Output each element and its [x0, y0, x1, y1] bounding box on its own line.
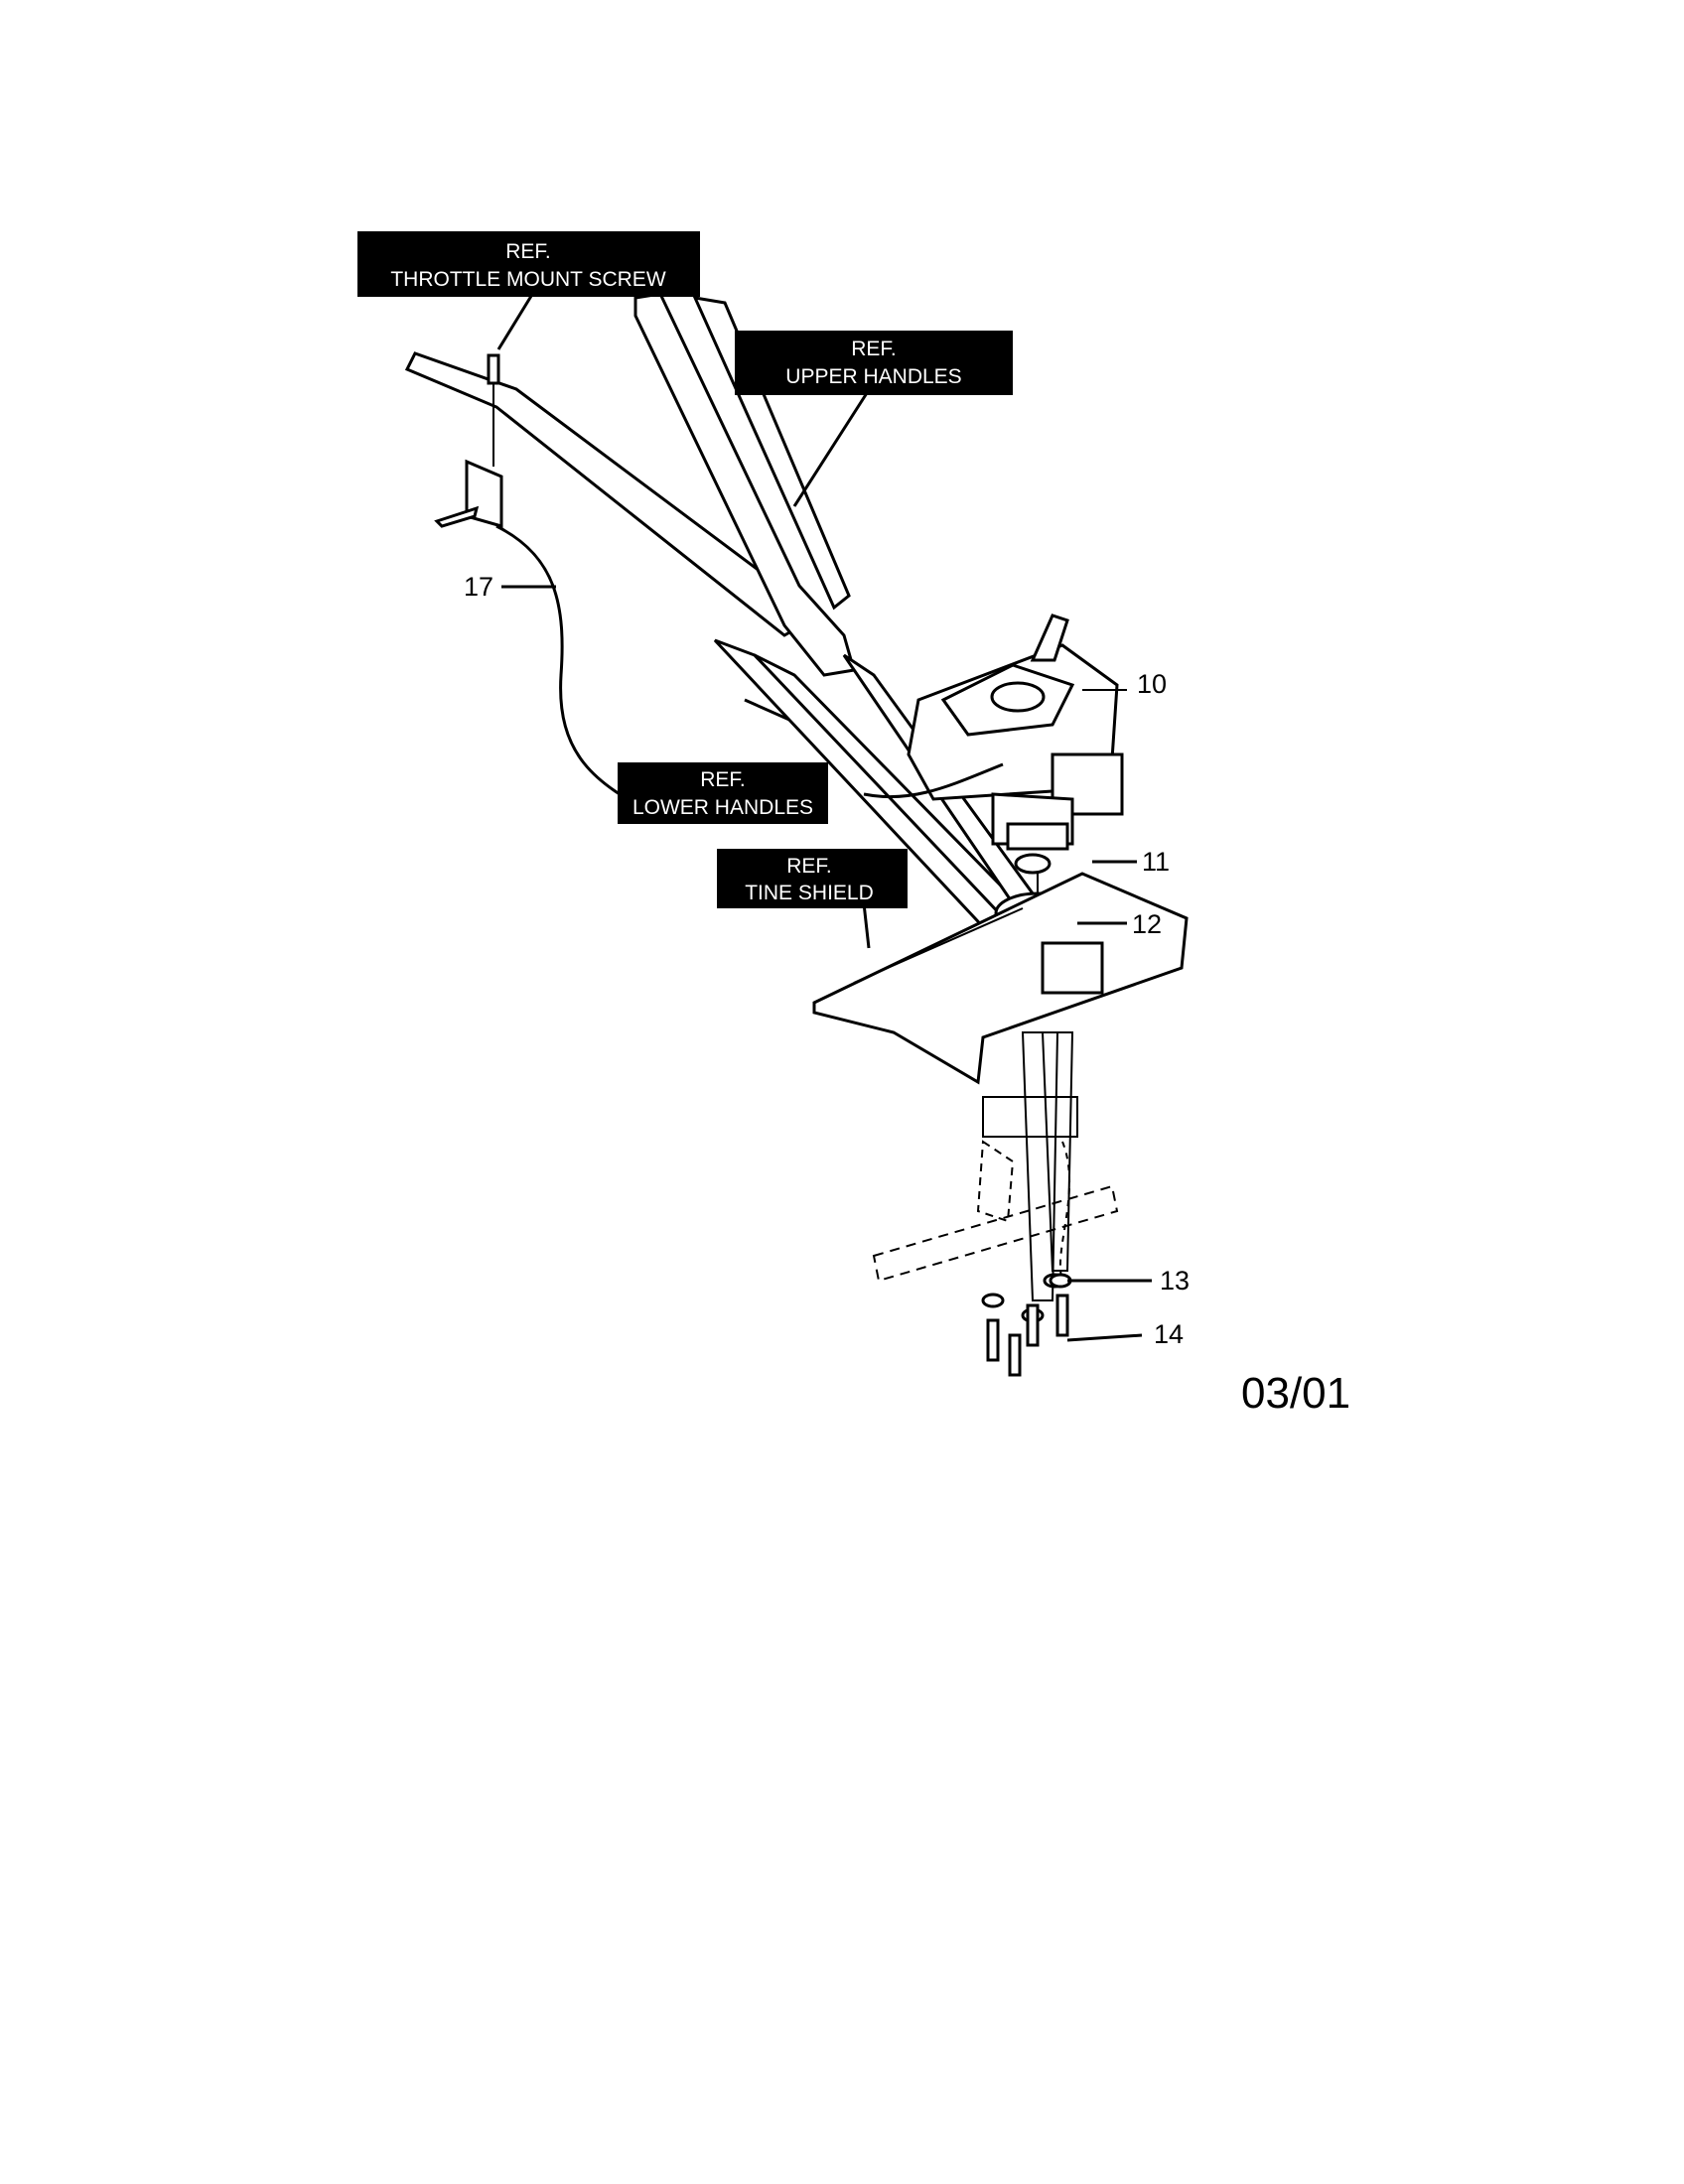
callout-tine-line1: REF.: [786, 855, 832, 878]
tine-shield: [812, 872, 1189, 1085]
callout-upper-handles: REF. UPPER HANDLES: [735, 331, 1013, 395]
callout-lower-line1: REF.: [700, 768, 746, 791]
fasteners: [981, 1273, 1072, 1377]
engine: [863, 614, 1127, 851]
callout-throttle-mount-screw: REF. THROTTLE MOUNT SCREW: [357, 231, 700, 297]
part-number-11: 11: [1142, 847, 1170, 877]
part-number-14: 14: [1154, 1319, 1184, 1349]
throttle-assembly: [434, 353, 656, 816]
part-number-17: 17: [464, 572, 493, 602]
callout-lower-line2: LOWER HANDLES: [632, 796, 813, 819]
callout-tine-line2: TINE SHIELD: [745, 882, 874, 904]
leader-lines: [496, 287, 1152, 1342]
callout-throttle-line2: THROTTLE MOUNT SCREW: [390, 268, 665, 291]
throttle-cable: [495, 524, 656, 816]
callout-tine-shield: REF. TINE SHIELD: [717, 849, 908, 908]
transmission: [872, 1031, 1119, 1301]
part-number-12: 12: [1132, 909, 1162, 939]
callout-throttle-line1: REF.: [505, 240, 551, 263]
callout-lower-handles: REF. LOWER HANDLES: [618, 762, 828, 824]
washer: [1014, 853, 1052, 875]
engine-wire: [863, 762, 1004, 799]
part-number-13: 13: [1160, 1266, 1190, 1296]
date-code: 03/01: [1241, 1369, 1350, 1418]
part-number-10: 10: [1137, 669, 1167, 699]
callout-upper-line1: REF.: [851, 338, 897, 360]
callout-upper-line2: UPPER HANDLES: [785, 365, 961, 388]
